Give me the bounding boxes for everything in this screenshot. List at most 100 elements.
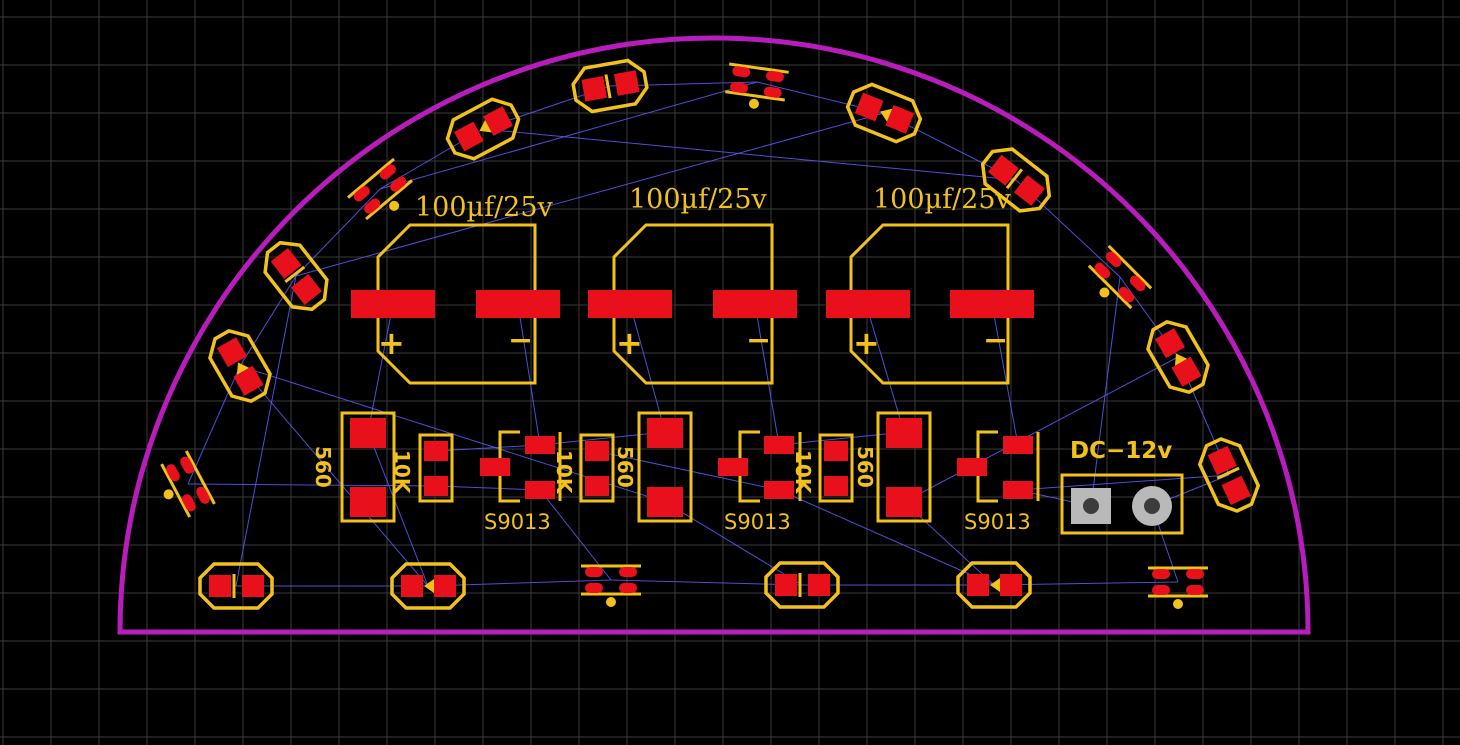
smd-resistor[interactable] xyxy=(1080,244,1153,317)
smd-resistor[interactable] xyxy=(1148,566,1208,609)
pad[interactable] xyxy=(216,337,248,368)
pad[interactable] xyxy=(178,455,195,476)
transistor-pad[interactable] xyxy=(1003,436,1033,454)
pad[interactable] xyxy=(854,92,884,122)
pad[interactable] xyxy=(885,105,915,134)
pad[interactable] xyxy=(453,121,484,152)
transistor-q1[interactable]: S9013 xyxy=(480,430,562,534)
capacitor-pad[interactable] xyxy=(950,290,1034,318)
pad[interactable] xyxy=(1128,273,1148,293)
diode-part[interactable] xyxy=(764,561,840,609)
dc-connector[interactable]: DC−12v xyxy=(1060,438,1184,535)
pad[interactable] xyxy=(378,162,398,181)
diode-part[interactable] xyxy=(1194,433,1264,517)
diode-part[interactable] xyxy=(198,562,274,610)
capacitor-c1[interactable]: + − 100µf/25v xyxy=(351,192,560,385)
pad[interactable] xyxy=(1152,585,1170,595)
pad[interactable] xyxy=(729,81,749,94)
pad[interactable] xyxy=(967,574,989,596)
pad[interactable] xyxy=(987,154,1019,186)
resistor-pad[interactable] xyxy=(886,487,922,517)
diode-part[interactable] xyxy=(974,140,1058,219)
transistor-pad[interactable] xyxy=(764,436,794,454)
pad[interactable] xyxy=(1207,445,1237,476)
pad[interactable] xyxy=(1013,175,1045,206)
pad[interactable] xyxy=(362,196,382,215)
capacitor-pad[interactable] xyxy=(713,290,797,318)
diode-part[interactable] xyxy=(256,234,335,318)
pad[interactable] xyxy=(775,574,797,596)
transistor-pad[interactable] xyxy=(1003,481,1033,499)
transistor-pad[interactable] xyxy=(764,481,794,499)
pad[interactable] xyxy=(1171,356,1202,387)
led-part[interactable] xyxy=(1141,315,1215,399)
resistor-r6[interactable]: 560 xyxy=(853,411,932,523)
resistor-r4[interactable]: 560 xyxy=(613,411,693,523)
resistor-pad[interactable] xyxy=(647,418,683,448)
pad[interactable] xyxy=(242,575,264,597)
pad[interactable] xyxy=(270,247,302,279)
pad[interactable] xyxy=(619,567,637,577)
resistor-pad[interactable] xyxy=(424,476,448,496)
resistor-pad[interactable] xyxy=(824,476,848,496)
capacitor-pad[interactable] xyxy=(826,290,910,318)
pad[interactable] xyxy=(194,485,211,506)
pad[interactable] xyxy=(388,175,408,194)
capacitor-pad[interactable] xyxy=(588,290,672,318)
pad[interactable] xyxy=(585,567,603,577)
transistor-pad[interactable] xyxy=(525,436,555,454)
capacitor-c3[interactable]: + − 100µf/25v xyxy=(826,184,1034,385)
resistor-r1[interactable]: 560 xyxy=(311,411,396,523)
transistor-pad[interactable] xyxy=(480,458,510,476)
resistor-pad[interactable] xyxy=(350,418,386,448)
smd-resistor[interactable] xyxy=(724,62,789,113)
pad[interactable] xyxy=(732,66,751,78)
pad[interactable] xyxy=(180,492,197,513)
pad[interactable] xyxy=(291,273,322,305)
resistor-r2[interactable]: 10K xyxy=(390,433,454,503)
pad[interactable] xyxy=(1186,585,1204,595)
resistor-pad[interactable] xyxy=(647,487,683,517)
pad[interactable] xyxy=(1152,569,1170,579)
pad[interactable] xyxy=(1154,328,1186,359)
pad[interactable] xyxy=(1104,249,1124,269)
diode-part[interactable] xyxy=(571,58,650,114)
capacitor-pad[interactable] xyxy=(351,290,435,318)
pad[interactable] xyxy=(483,106,513,136)
led-part[interactable] xyxy=(390,562,466,610)
pad[interactable] xyxy=(164,462,181,483)
pad[interactable] xyxy=(1092,261,1112,281)
resistor-r5[interactable]: 10K xyxy=(791,433,854,503)
pad[interactable] xyxy=(1221,475,1251,506)
pad[interactable] xyxy=(209,575,231,597)
pad[interactable] xyxy=(763,86,782,98)
smd-resistor[interactable] xyxy=(150,450,216,523)
pad[interactable] xyxy=(581,76,607,102)
smd-resistor[interactable] xyxy=(347,157,420,229)
transistor-q2[interactable]: S9013 xyxy=(718,430,802,534)
transistor-pad[interactable] xyxy=(957,458,987,476)
resistor-pad[interactable] xyxy=(350,487,386,517)
resistor-pad[interactable] xyxy=(424,441,448,461)
led-part[interactable] xyxy=(842,79,925,147)
transistor-pad[interactable] xyxy=(718,458,748,476)
transistor-pad[interactable] xyxy=(525,481,555,499)
resistor-r3[interactable]: 10K xyxy=(552,433,615,503)
pad[interactable] xyxy=(765,70,784,83)
smd-resistor[interactable] xyxy=(581,564,641,607)
pad[interactable] xyxy=(1186,569,1204,579)
capacitor-c2[interactable]: + − 100µf/25v xyxy=(588,184,797,385)
pad[interactable] xyxy=(1116,285,1136,305)
resistor-pad[interactable] xyxy=(886,418,922,448)
pad[interactable] xyxy=(619,583,637,593)
capacitor-pad[interactable] xyxy=(476,290,560,318)
led-part[interactable] xyxy=(956,561,1032,609)
pad[interactable] xyxy=(808,574,830,596)
pad[interactable] xyxy=(434,575,456,597)
resistor-pad[interactable] xyxy=(824,441,848,461)
pad[interactable] xyxy=(352,184,372,203)
pad[interactable] xyxy=(401,575,423,597)
led-part[interactable] xyxy=(441,93,525,166)
pad[interactable] xyxy=(1000,574,1022,596)
